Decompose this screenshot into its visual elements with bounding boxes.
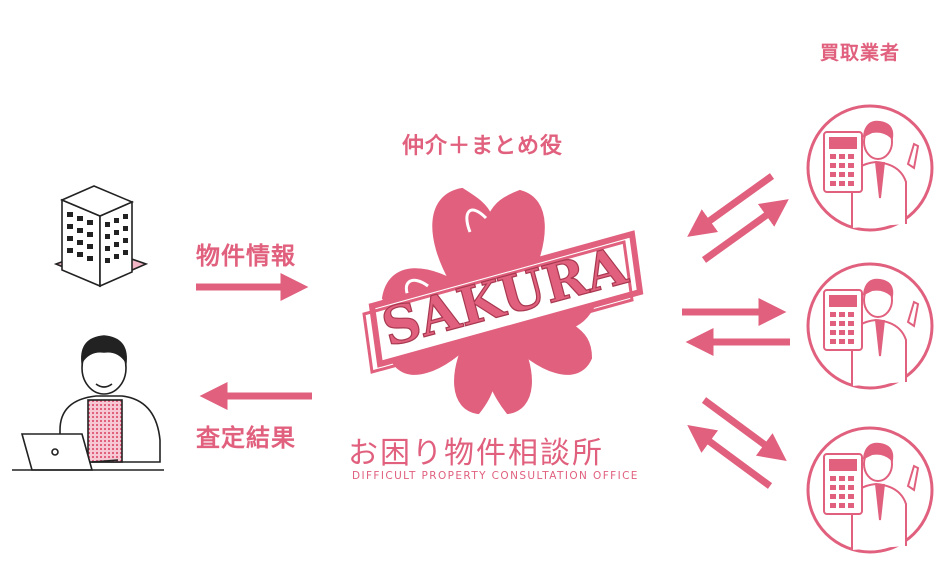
building-icon <box>53 185 149 288</box>
assessment-result-label: 査定結果 <box>196 424 296 452</box>
buyer-1 <box>806 104 934 232</box>
buyers-label: 買取業者 <box>820 42 901 64</box>
buyer-2 <box>806 262 934 390</box>
role-label: 仲介＋まとめ役 <box>402 134 564 159</box>
person-laptop-icon <box>12 335 164 471</box>
buyer-3 <box>806 426 934 554</box>
businessman-calculator-icon <box>806 426 934 554</box>
sakura-logo: SAKURA <box>362 187 644 415</box>
property-info-label: 物件情報 <box>196 242 296 270</box>
brand-name-jp: お困り物件相談所 <box>348 436 604 471</box>
brand-name-en: DIFFICULT PROPERTY CONSULTATION OFFICE <box>352 470 639 482</box>
buyer-arrows <box>682 173 790 489</box>
businessman-calculator-icon <box>806 104 934 232</box>
businessman-calculator-icon <box>806 262 934 390</box>
